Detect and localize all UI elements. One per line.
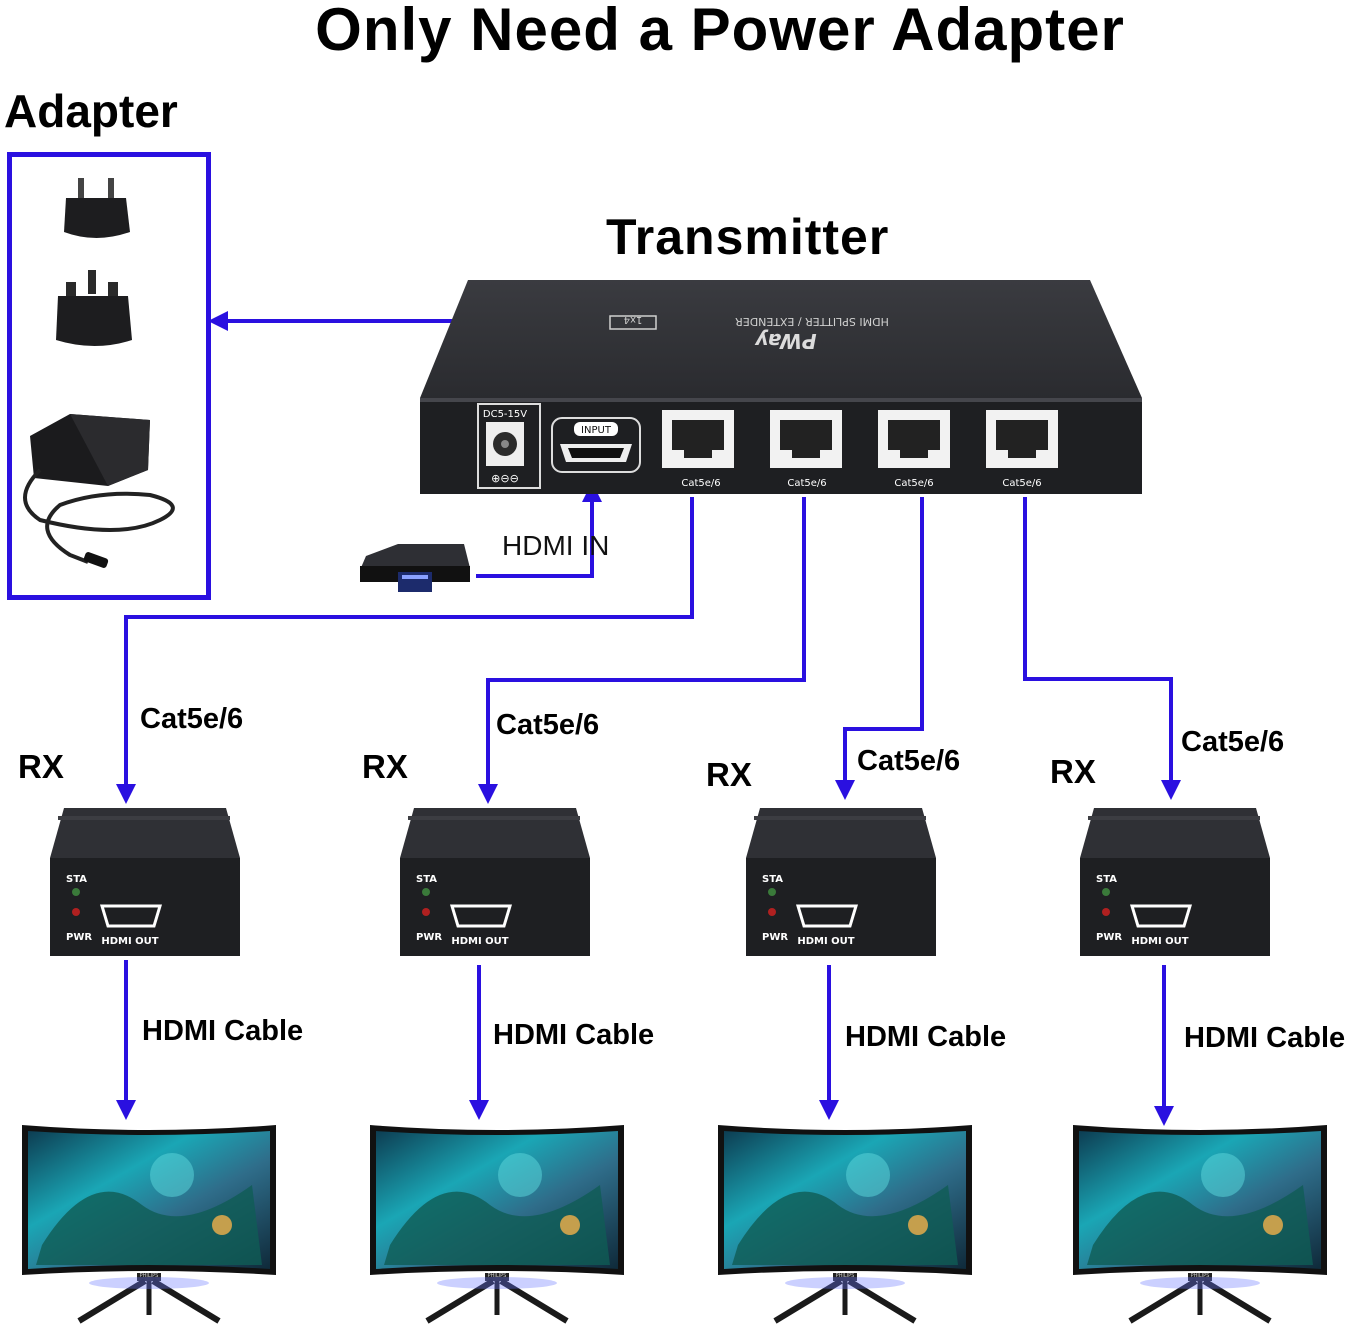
cat-cable-label-4: Cat5e/6 — [1181, 726, 1285, 758]
hdmi-in-label: HDMI IN — [502, 530, 610, 561]
rx-unit-2: STA PWR HDMI OUT — [400, 808, 590, 956]
dc-port-label: DC5-15V — [483, 409, 527, 420]
rx-label-4: RX — [1050, 753, 1096, 790]
transmitter-model: HDMI SPLITTER / EXTENDER — [735, 315, 889, 328]
transmitter-brand: PWay — [754, 329, 816, 353]
svg-text:Cat5e/6: Cat5e/6 — [787, 478, 826, 489]
transmitter-badge: 1x4 — [624, 314, 643, 325]
rx-unit-1: STA PWR HDMI OUT — [50, 808, 240, 956]
blu-ray-player-icon — [360, 544, 470, 592]
transmitter-device: PWay HDMI SPLITTER / EXTENDER 1x4 DC5-15… — [420, 280, 1142, 494]
hdmi-cable-label-4: HDMI Cable — [1184, 1022, 1346, 1054]
rx-pwr-label: PWR — [66, 932, 92, 943]
rx-unit-4: STA PWR HDMI OUT — [1080, 808, 1270, 956]
monitor-2: PHILIPS — [370, 1125, 624, 1324]
rj45-port-1: Cat5e/6 — [662, 410, 734, 489]
rx-sta-label: STA — [416, 874, 437, 885]
rx-sta-label: STA — [66, 874, 87, 885]
rx-hdmi-out-label: HDMI OUT — [451, 936, 508, 947]
adapter-label: Adapter — [4, 85, 178, 137]
rx-hdmi-out-label: HDMI OUT — [797, 936, 854, 947]
transmitter-label: Transmitter — [606, 209, 890, 265]
power-adapter-icon — [23, 414, 175, 568]
cat-cable-label-2: Cat5e/6 — [496, 709, 600, 741]
input-port-label: INPUT — [581, 425, 612, 436]
rx-label-3: RX — [706, 756, 752, 793]
cat-cable-label-3: Cat5e/6 — [857, 745, 961, 777]
monitor-brand-label: PHILIPS — [1191, 1273, 1210, 1279]
rx-sta-label: STA — [762, 874, 783, 885]
svg-text:Cat5e/6: Cat5e/6 — [894, 478, 933, 489]
rx-unit-3: STA PWR HDMI OUT — [746, 808, 936, 956]
monitor-3: PHILIPS — [718, 1125, 972, 1324]
rx-pwr-label: PWR — [416, 932, 442, 943]
receivers-group: STA PWR HDMI OUT STA PWR HDMI OUT STA PWR HDMI O… — [50, 808, 1270, 956]
rj45-port-4: Cat5e/6 — [986, 410, 1058, 489]
rx-pwr-label: PWR — [1096, 932, 1122, 943]
rx-sta-label: STA — [1096, 874, 1117, 885]
rx-label-2: RX — [362, 748, 408, 785]
cat-cable-label-1: Cat5e/6 — [140, 703, 244, 735]
eu-plug-icon — [64, 178, 130, 238]
rx-pwr-label: PWR — [762, 932, 788, 943]
rj45-port-2: Cat5e/6 — [770, 410, 842, 489]
rj45-port-3: Cat5e/6 — [878, 410, 950, 489]
page-title: Only Need a Power Adapter — [315, 0, 1125, 63]
hdmi-cable-label-3: HDMI Cable — [845, 1021, 1007, 1053]
svg-text:Cat5e/6: Cat5e/6 — [1002, 478, 1041, 489]
hdmi-cable-label-1: HDMI Cable — [142, 1015, 304, 1047]
svg-text:⊕⊖⊖: ⊕⊖⊖ — [491, 472, 519, 485]
uk-plug-icon — [56, 270, 132, 346]
monitors-group: PHILIPS PHILIPS PHILIPS PHILIPS — [22, 1125, 1327, 1324]
rx-label-1: RX — [18, 748, 64, 785]
rx-hdmi-out-label: HDMI OUT — [101, 936, 158, 947]
hdmi-cable-label-2: HDMI Cable — [493, 1019, 655, 1051]
svg-text:Cat5e/6: Cat5e/6 — [681, 478, 720, 489]
monitor-brand-label: PHILIPS — [488, 1273, 507, 1279]
adapter-box — [7, 152, 211, 600]
monitor-1: PHILIPS — [22, 1125, 276, 1324]
monitor-brand-label: PHILIPS — [836, 1273, 855, 1279]
monitor-brand-label: PHILIPS — [140, 1273, 159, 1279]
rx-hdmi-out-label: HDMI OUT — [1131, 936, 1188, 947]
monitor-4: PHILIPS — [1073, 1125, 1327, 1324]
